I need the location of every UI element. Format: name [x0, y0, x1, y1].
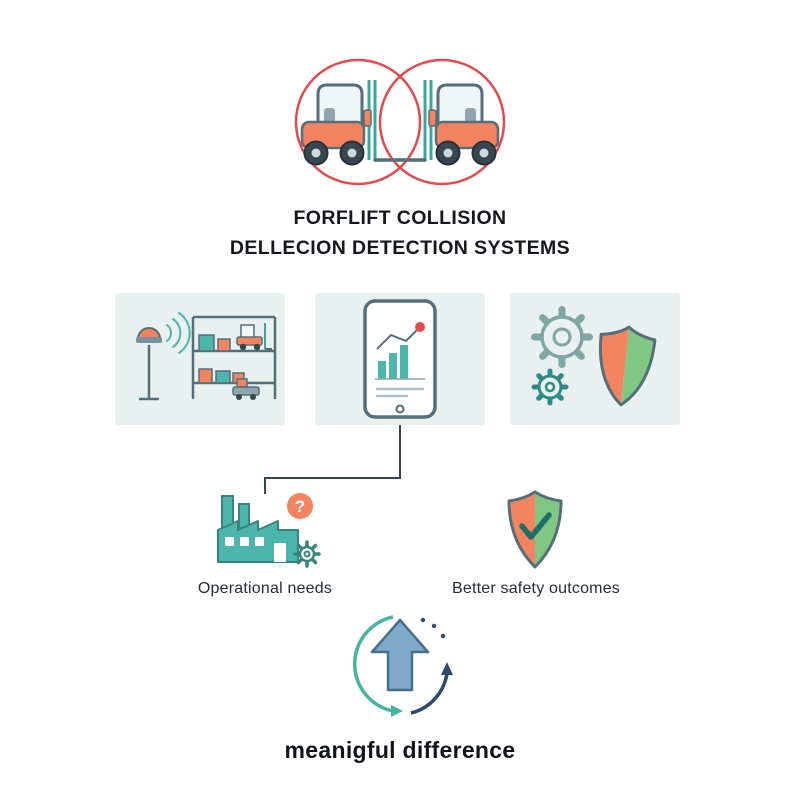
infographic-title: FORFLIFT COLLISION DELLECION DETECTION S…: [0, 203, 800, 263]
checkmark-icon: [519, 512, 552, 540]
gear-icon: [531, 368, 569, 406]
gear-icon: [531, 306, 593, 368]
cycle-arrows-icon: [353, 615, 453, 717]
panel-protection: [510, 293, 680, 425]
title-line-1: FORFLIFT COLLISION: [293, 207, 507, 229]
connector-horizontal-line: [264, 477, 401, 479]
alert-dot-icon: [415, 322, 425, 332]
dotted-arc: [420, 617, 446, 639]
text-lines-icon: [375, 387, 425, 398]
pallet-cart-icon: [232, 378, 260, 400]
stored-boxes-icon: [198, 334, 245, 384]
better-safety-outcomes-label: Better safety outcomes: [451, 580, 621, 597]
half-color-shield-icon: [598, 325, 657, 407]
connector-stub-line: [264, 477, 266, 494]
mini-forklift-icon: [236, 323, 272, 351]
gear-icon: [293, 540, 321, 568]
factory-icon: ?: [217, 493, 321, 568]
panel-monitoring: [315, 293, 485, 425]
question-badge-icon: ?: [287, 493, 313, 519]
forklift-collision-illustration: [294, 58, 506, 186]
connector-vertical-line: [399, 425, 401, 478]
warehouse-alert-illustration: [136, 312, 277, 401]
bar-chart-icon: [375, 322, 425, 380]
cycle-arc-navy: [410, 672, 449, 715]
title-line-2: DELLECION DETECTION SYSTEMS: [229, 237, 571, 260]
up-arrow-icon: [370, 618, 430, 692]
factory-windows: [225, 537, 286, 562]
cycle-arc-teal: [353, 615, 394, 713]
gears-shield-illustration: [531, 306, 657, 407]
tablet-analytics-icon: [363, 299, 437, 419]
meaningful-difference-label: meanigful difference: [284, 737, 516, 763]
collision-warning-arcs-icon: [294, 58, 506, 186]
alarm-beacon-icon: [136, 312, 191, 401]
arrowhead-icon: [441, 662, 453, 675]
panel-warehouse: [115, 293, 285, 425]
sound-waves-icon: [166, 312, 191, 354]
operational-needs-label: Operational needs: [197, 580, 333, 597]
question-mark: ?: [295, 497, 305, 516]
forklift-icon: [300, 80, 404, 166]
arrowhead-icon: [391, 705, 403, 717]
shield-check-icon: [507, 490, 563, 569]
